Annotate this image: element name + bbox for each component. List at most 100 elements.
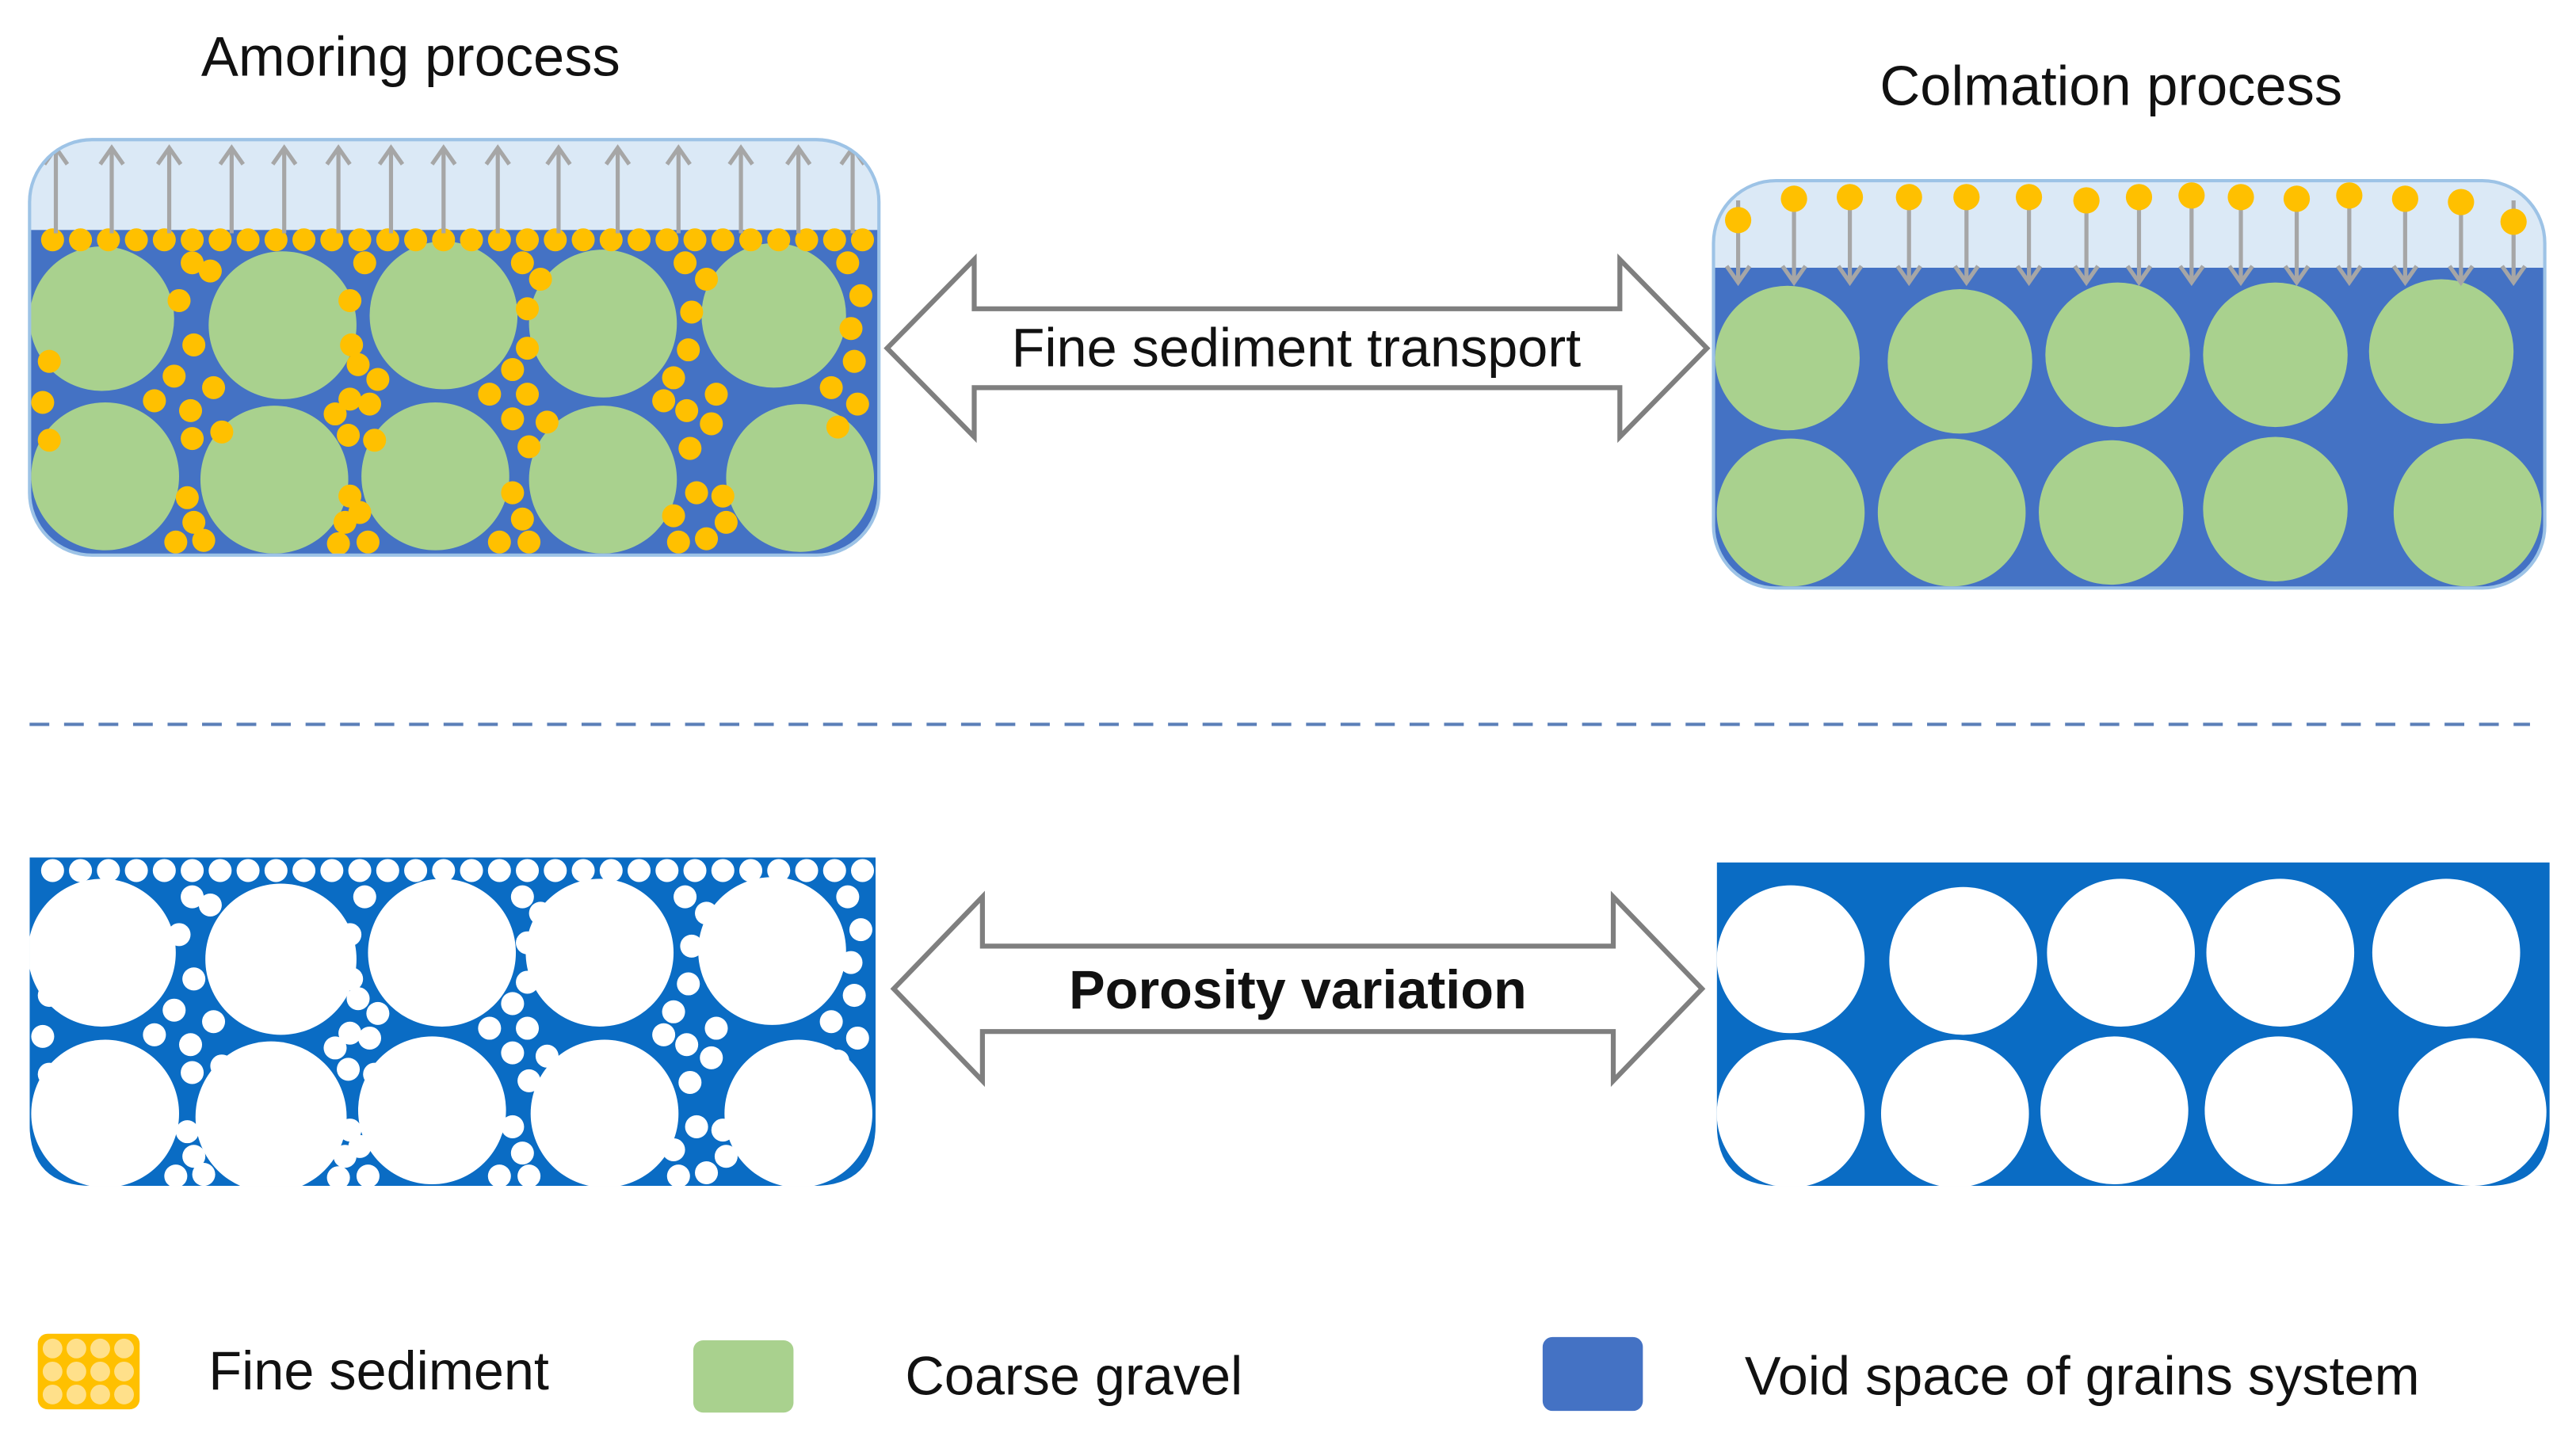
gravel-grain [208, 251, 357, 399]
fine-sediment-grain [181, 228, 204, 252]
fine-sediment-grain [348, 1134, 372, 1158]
gravel-grain [369, 241, 518, 390]
fine-sediment-grain [37, 1062, 61, 1086]
porosity-label: Porosity variation [1069, 960, 1527, 1020]
fine-sediment-grain [37, 429, 61, 452]
armoring-panel [29, 139, 880, 555]
fine-sediment-grain [292, 228, 316, 252]
fine-sediment-grain [839, 317, 863, 341]
fine-sediment-grain [40, 228, 64, 252]
fine-sediment-grain [795, 228, 819, 252]
fine-sediment-grain [202, 1010, 226, 1034]
fine-sediment-grain [517, 1069, 541, 1092]
gravel-grain [2047, 878, 2195, 1027]
fine-sediment-grain [323, 1036, 347, 1060]
fine-sediment-grain [655, 228, 679, 252]
legend-coarse-gravel-swatch [693, 1340, 794, 1413]
legend-coarse-gravel-label: Coarse gravel [905, 1346, 1242, 1406]
gravel-grain [2203, 436, 2348, 582]
fine-sediment-grain [711, 859, 735, 882]
transport-label: Fine sediment transport [1012, 318, 1582, 378]
gravel-grain [357, 1036, 506, 1185]
fine-sediment-grain [487, 1164, 511, 1187]
fine-sediment-grain [152, 859, 176, 882]
fine-sediment-grain [162, 364, 186, 388]
gravel-grain [2204, 1036, 2353, 1185]
fine-sediment-grain [826, 415, 849, 439]
fine-sediment-grain [516, 297, 540, 321]
fine-sediment-grain [208, 228, 232, 252]
fine-sediment-grain [346, 353, 370, 376]
fine-sediment-grain [544, 228, 567, 252]
fine-sediment-grain [516, 383, 540, 406]
fine-sediment-grain [571, 228, 595, 252]
fine-sediment-grain [404, 859, 428, 882]
fine-sediment-grain [124, 859, 148, 882]
downward-arrow-head [1780, 265, 1807, 287]
upward-arrow-head [377, 144, 405, 166]
legend-fine-dot [90, 1361, 110, 1381]
fine-sediment-grain [376, 859, 399, 882]
gravel-grain [701, 242, 846, 388]
fine-sediment-grain [662, 1000, 685, 1023]
fine-sediment-grain [192, 528, 216, 552]
fine-sediment-grain [143, 389, 166, 413]
fine-sediment-grain [704, 383, 728, 406]
fine-sediment-grain [501, 992, 525, 1016]
fine-sediment-grain [2178, 182, 2205, 209]
upward-arrow-head [325, 144, 352, 166]
fine-sediment-grain [181, 885, 204, 909]
legend-void-space-label: Void space of grains system [1745, 1346, 2420, 1406]
fine-sediment-grain [182, 510, 206, 534]
fine-sediment-grain [175, 1120, 199, 1144]
gravel-grain [361, 402, 509, 551]
fine-sediment-grain [338, 923, 362, 947]
fine-sediment-grain [320, 228, 344, 252]
fine-sediment-grain [348, 228, 372, 252]
fine-sediment-grain [167, 923, 191, 947]
fine-sediment-grain [178, 1033, 203, 1057]
legend-fine-dot [90, 1338, 110, 1359]
colmation-title: Colmation process [1880, 55, 2342, 117]
upward-arrow-head [785, 144, 812, 166]
downward-arrow-head [1724, 265, 1752, 287]
fine-sediment-grain [695, 267, 719, 292]
fine-sediment-grain [338, 387, 362, 411]
fine-sediment-grain [366, 368, 390, 391]
fine-sediment-grain [819, 375, 843, 399]
fine-sediment-grain [40, 859, 64, 882]
fine-sediment-grain [510, 885, 534, 909]
legend-fine-dot [114, 1384, 134, 1404]
fine-sediment-grain [2283, 185, 2311, 212]
fine-sediment-grain [69, 859, 93, 882]
fine-sediment-grain [357, 392, 382, 416]
fine-sediment-grain [487, 859, 511, 882]
fine-sediment-grain [704, 1016, 728, 1040]
fine-sediment-grain [695, 1160, 719, 1185]
fine-sediment-grain [666, 530, 690, 554]
fine-sediment-grain [739, 859, 763, 882]
fine-sediment-grain [501, 1115, 525, 1138]
fine-sediment-grain [97, 228, 120, 252]
fine-sediment-grain [348, 859, 372, 882]
fine-sediment-grain [510, 1141, 534, 1165]
fine-sediment-grain [292, 859, 316, 882]
gravel-grain [529, 406, 677, 554]
legend-fine-dot [114, 1361, 134, 1381]
fine-sediment-grain [2500, 208, 2527, 235]
gravel-grain [698, 877, 846, 1025]
upward-arrow-head [218, 144, 245, 166]
fine-sediment-grain [822, 859, 846, 882]
gravel-grain [205, 883, 357, 1035]
fine-sediment-grain [516, 970, 540, 994]
fine-sediment-grain [346, 987, 370, 1011]
legend-fine-dot [90, 1384, 110, 1404]
fine-sediment-grain [826, 1049, 849, 1073]
fine-sediment-grain [700, 412, 723, 436]
fine-sediment-grain [460, 859, 483, 882]
fine-sediment-grain [674, 251, 697, 275]
fine-sediment-grain [683, 859, 707, 882]
gravel-grain [726, 404, 875, 552]
legend-fine-sediment-swatch [37, 1333, 140, 1410]
fine-sediment-grain [685, 481, 708, 505]
